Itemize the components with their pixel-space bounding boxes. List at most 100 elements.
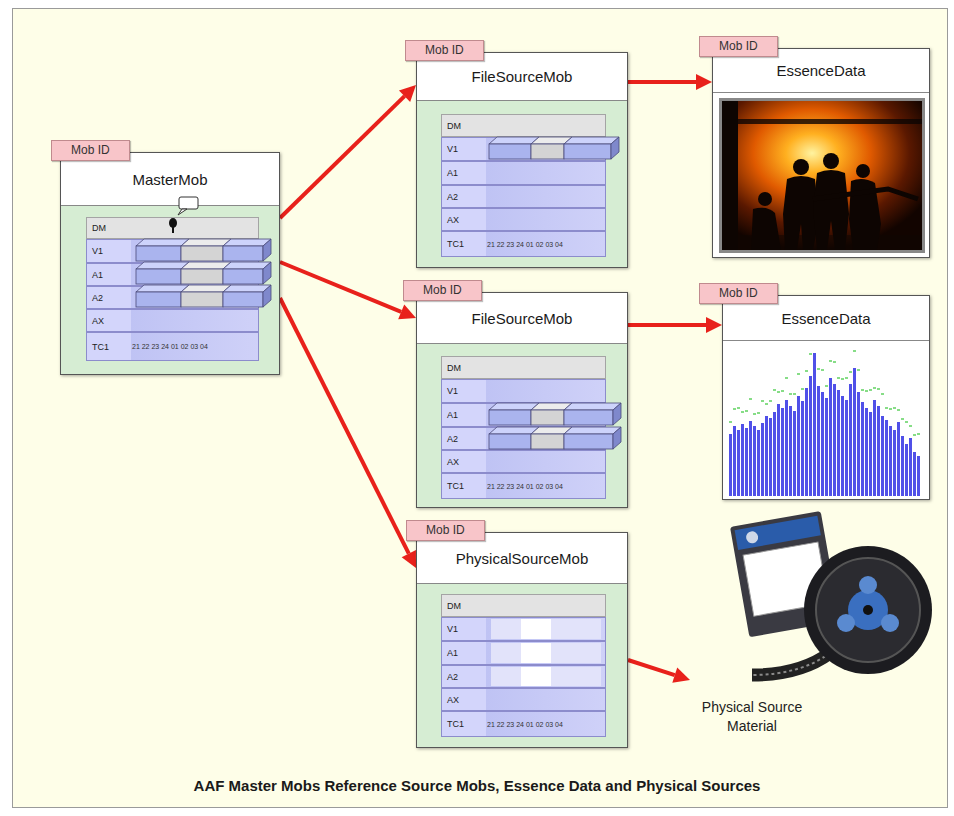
track-row: TC121 22 23 24 01 02 03 04 xyxy=(441,473,606,499)
waveform-bar xyxy=(745,428,748,496)
mob-id-label: Mob ID xyxy=(719,39,758,53)
waveform-bar xyxy=(889,426,892,496)
clip-front-face xyxy=(564,434,613,449)
track-row: DM xyxy=(441,594,606,617)
track-row: A1 xyxy=(441,161,606,185)
track-label: AX xyxy=(442,457,487,467)
comment-callout xyxy=(172,227,174,233)
mob-id-label: Mob ID xyxy=(425,43,464,57)
track-label: TC1 xyxy=(442,481,487,491)
waveform-bar xyxy=(849,384,852,496)
film-reel xyxy=(752,546,932,675)
level-dash xyxy=(857,369,860,371)
waveform-bar xyxy=(909,438,912,496)
videotape-cassette xyxy=(730,511,840,637)
track-label: A2 xyxy=(442,192,487,202)
film-reel xyxy=(804,546,932,674)
level-dash xyxy=(817,368,820,370)
level-dash xyxy=(733,408,736,410)
waveform-bar xyxy=(781,408,784,496)
mob-box: Mob IDPhysicalSourceMobDMV1A1A2AXTC121 2… xyxy=(416,532,628,748)
clip-front-face xyxy=(489,144,531,159)
firefighter-silhouettes xyxy=(813,170,849,250)
essence-box: Mob IDEssenceData xyxy=(712,48,930,258)
faded-clips xyxy=(521,619,551,639)
waveform-bar xyxy=(833,384,836,496)
clip-side-face xyxy=(611,137,619,159)
clip-front-face xyxy=(531,144,564,159)
waveform-bar xyxy=(769,418,772,496)
waveform-bar xyxy=(905,444,908,496)
mob-id-tab: Mob ID xyxy=(699,283,778,304)
comment-callout xyxy=(169,197,198,233)
level-dash xyxy=(741,411,744,413)
firefighter-silhouettes xyxy=(813,189,918,199)
videotape-cassette xyxy=(743,542,829,616)
track-row: A2 xyxy=(441,185,606,208)
clip-top-face xyxy=(136,285,189,292)
track-label: V1 xyxy=(87,246,132,256)
mob-id-tab: Mob ID xyxy=(405,40,484,61)
track-row: V1 xyxy=(86,239,259,263)
track-row: V1 xyxy=(441,379,606,403)
mob-id-tab: Mob ID xyxy=(699,36,778,57)
waveform-bar xyxy=(877,406,880,496)
level-dash xyxy=(789,393,792,395)
level-dash xyxy=(801,388,804,390)
videotape-cassette xyxy=(745,530,759,544)
essence-box: Mob IDEssenceData xyxy=(722,295,930,500)
track-label: V1 xyxy=(442,144,487,154)
track-row: TC121 22 23 24 01 02 03 04 xyxy=(441,711,606,737)
level-dash xyxy=(885,407,888,409)
track-label: TC1 xyxy=(442,719,487,729)
clip-top-face xyxy=(181,285,231,292)
mob-box: Mob IDMasterMobDMV1A1A2AXTC121 22 23 24 … xyxy=(60,152,280,375)
clip-blocks xyxy=(489,137,619,159)
level-dash xyxy=(777,391,780,393)
audio-waveform-chart xyxy=(723,296,931,501)
waveform-bar xyxy=(749,421,752,496)
clip-top-face xyxy=(564,137,619,144)
essence-panel xyxy=(713,93,929,257)
track-label: DM xyxy=(442,121,487,131)
faded-clips xyxy=(521,643,551,663)
photo-frame xyxy=(719,98,925,253)
track-row: A2 xyxy=(441,427,606,450)
reference-arrow xyxy=(280,298,416,568)
clip-front-face xyxy=(564,144,611,159)
clip-top-face xyxy=(223,262,271,269)
mob-id-label: Mob ID xyxy=(423,283,462,297)
film-reel xyxy=(752,653,830,675)
waveform-bar xyxy=(733,426,736,496)
level-dash xyxy=(865,390,868,392)
firefighter-silhouettes xyxy=(849,179,881,250)
track-label: TC1 xyxy=(87,342,132,352)
level-dash xyxy=(913,434,916,436)
comment-callout xyxy=(169,218,177,228)
level-dash xyxy=(829,360,832,362)
track-row: DM xyxy=(86,217,259,239)
clip-top-face xyxy=(489,137,539,144)
physical-source: Physical Source Material xyxy=(690,515,945,745)
clip-side-face xyxy=(263,262,271,284)
clip-top-face xyxy=(564,403,621,410)
firefighter-silhouettes xyxy=(751,208,781,250)
mob-id-tab: Mob ID xyxy=(403,280,482,301)
track-label: TC1 xyxy=(442,239,487,249)
clip-front-face xyxy=(136,269,181,284)
clip-top-face xyxy=(136,262,189,269)
level-dash xyxy=(793,393,796,395)
film-reel xyxy=(859,576,877,594)
mob-title: FileSourceMob xyxy=(472,68,573,85)
timecode-numbers: 21 22 23 24 01 02 03 04 xyxy=(487,721,563,728)
waveform-bar xyxy=(729,434,732,496)
level-dash xyxy=(809,353,812,355)
waveform-bar xyxy=(761,423,764,496)
reference-arrow xyxy=(628,317,722,333)
track-row: A1 xyxy=(441,403,606,427)
waveform-bar xyxy=(829,378,832,496)
mob-box: Mob IDFileSourceMobDMV1A1A2AXTC121 22 23… xyxy=(416,52,628,268)
timecode-numbers: 21 22 23 24 01 02 03 04 xyxy=(487,483,563,490)
level-dash xyxy=(745,410,748,412)
track-label: A1 xyxy=(442,168,487,178)
